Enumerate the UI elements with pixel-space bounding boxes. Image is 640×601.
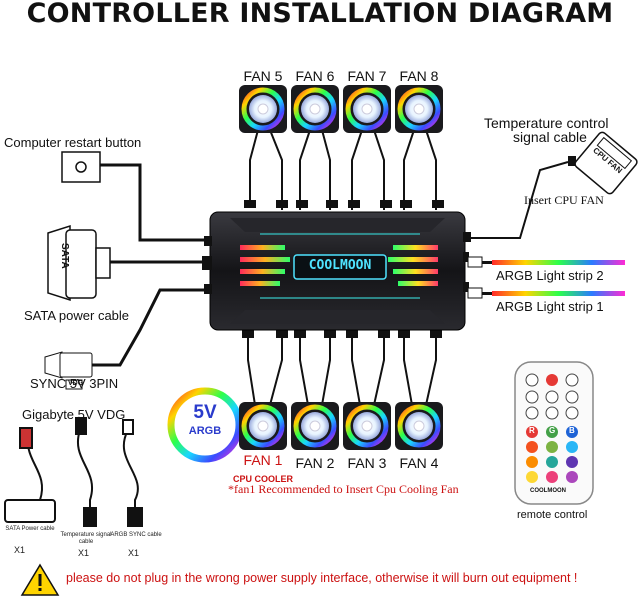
remote-color-button (566, 471, 578, 483)
remote-control-graphic (514, 361, 594, 505)
fan-4-graphic (395, 402, 443, 450)
fan-1-graphic (239, 402, 287, 450)
accessory-temp-count: X1 (78, 548, 90, 558)
remote-color-button (526, 441, 538, 453)
strip-2-label: ARGB Light strip 2 (496, 268, 604, 283)
remote-color-button (546, 471, 558, 483)
remote-color-button (526, 456, 538, 468)
restart-button-label: Computer restart button (4, 135, 142, 150)
left-cables (92, 163, 205, 367)
fan-6-graphic (291, 85, 339, 133)
remote-letter-b: B (569, 426, 575, 435)
accessory-cables (4, 417, 143, 527)
fan1-recommendation-note: *fan1 Recommended to Insert Cpu Cooling … (228, 482, 459, 496)
controller-hub (202, 211, 471, 331)
sync-connector-graphic (44, 351, 93, 390)
cpu-fan-tag-graphic (568, 131, 638, 195)
remote-color-button (546, 426, 558, 438)
remote-color-button (566, 456, 578, 468)
strip-1-label: ARGB Light strip 1 (496, 299, 604, 314)
remote-color-button (566, 426, 578, 438)
gigabyte-label: Gigabyte 5V VDG (22, 407, 126, 422)
remote-control-label: remote control (517, 509, 588, 521)
fan-7-label: FAN 7 (347, 68, 387, 84)
sync-label: SYNC 5V 3PIN (30, 376, 119, 391)
remote-letter-g: G (549, 426, 556, 435)
remote-color-button (566, 441, 578, 453)
warning-icon (20, 563, 60, 596)
accessory-temp-label: Temperature signal cable (60, 532, 112, 545)
fan-3-label: FAN 3 (347, 455, 387, 471)
fan-1-sub-label: CPU COOLER (233, 474, 294, 484)
sata-power-label: SATA power cable (24, 308, 130, 323)
sata-connector-graphic (47, 224, 111, 302)
fan-7-graphic (343, 85, 391, 133)
accessory-sync-label: ARGB SYNC cable (110, 532, 162, 538)
accessory-sync-count: X1 (128, 548, 140, 558)
fan-8-graphic (395, 85, 443, 133)
insert-cpu-label: Insert CPU FAN (524, 193, 604, 207)
argb-strip-1 (467, 287, 625, 299)
accessory-sata-count: X1 (14, 545, 26, 555)
temp-label-line1: Temperature control (484, 115, 609, 131)
badge-argb: ARGB (188, 425, 222, 437)
bottom-fan-cables (247, 330, 437, 406)
fan-5-label: FAN 5 (243, 68, 283, 84)
restart-button-graphic (61, 151, 101, 183)
top-fan-cables (249, 129, 437, 210)
fan-4-label: FAN 4 (399, 455, 439, 471)
sata-text: SATA (59, 243, 70, 269)
remote-color-button (526, 471, 538, 483)
fan-2-label: FAN 2 (295, 455, 335, 471)
connector-blocks (242, 200, 444, 338)
diagram-title: CONTROLLER INSTALLATION DIAGRAM (26, 0, 614, 29)
warning-text: please do not plug in the wrong power su… (66, 571, 578, 585)
fan-3-graphic (343, 402, 391, 450)
remote-color-button (546, 441, 558, 453)
argb-strip-2 (467, 256, 625, 268)
fan-1-label: FAN 1 (243, 452, 283, 468)
badge-5v: 5V (193, 402, 217, 423)
fan-6-label: FAN 6 (295, 68, 335, 84)
temp-label-line2: signal cable (513, 129, 587, 145)
remote-brand: COOLMOON (530, 488, 566, 494)
remote-color-button (546, 456, 558, 468)
accessory-sata-label: SATA Power cable (5, 526, 55, 532)
remote-color-button (526, 426, 538, 438)
fan-2-graphic (291, 402, 339, 450)
fan-5-graphic (239, 85, 287, 133)
remote-letter-r: R (529, 426, 535, 435)
fan-8-label: FAN 8 (399, 68, 439, 84)
vdg-tag: VDG (68, 380, 84, 387)
hub-logo: COOLMOON (308, 258, 372, 273)
